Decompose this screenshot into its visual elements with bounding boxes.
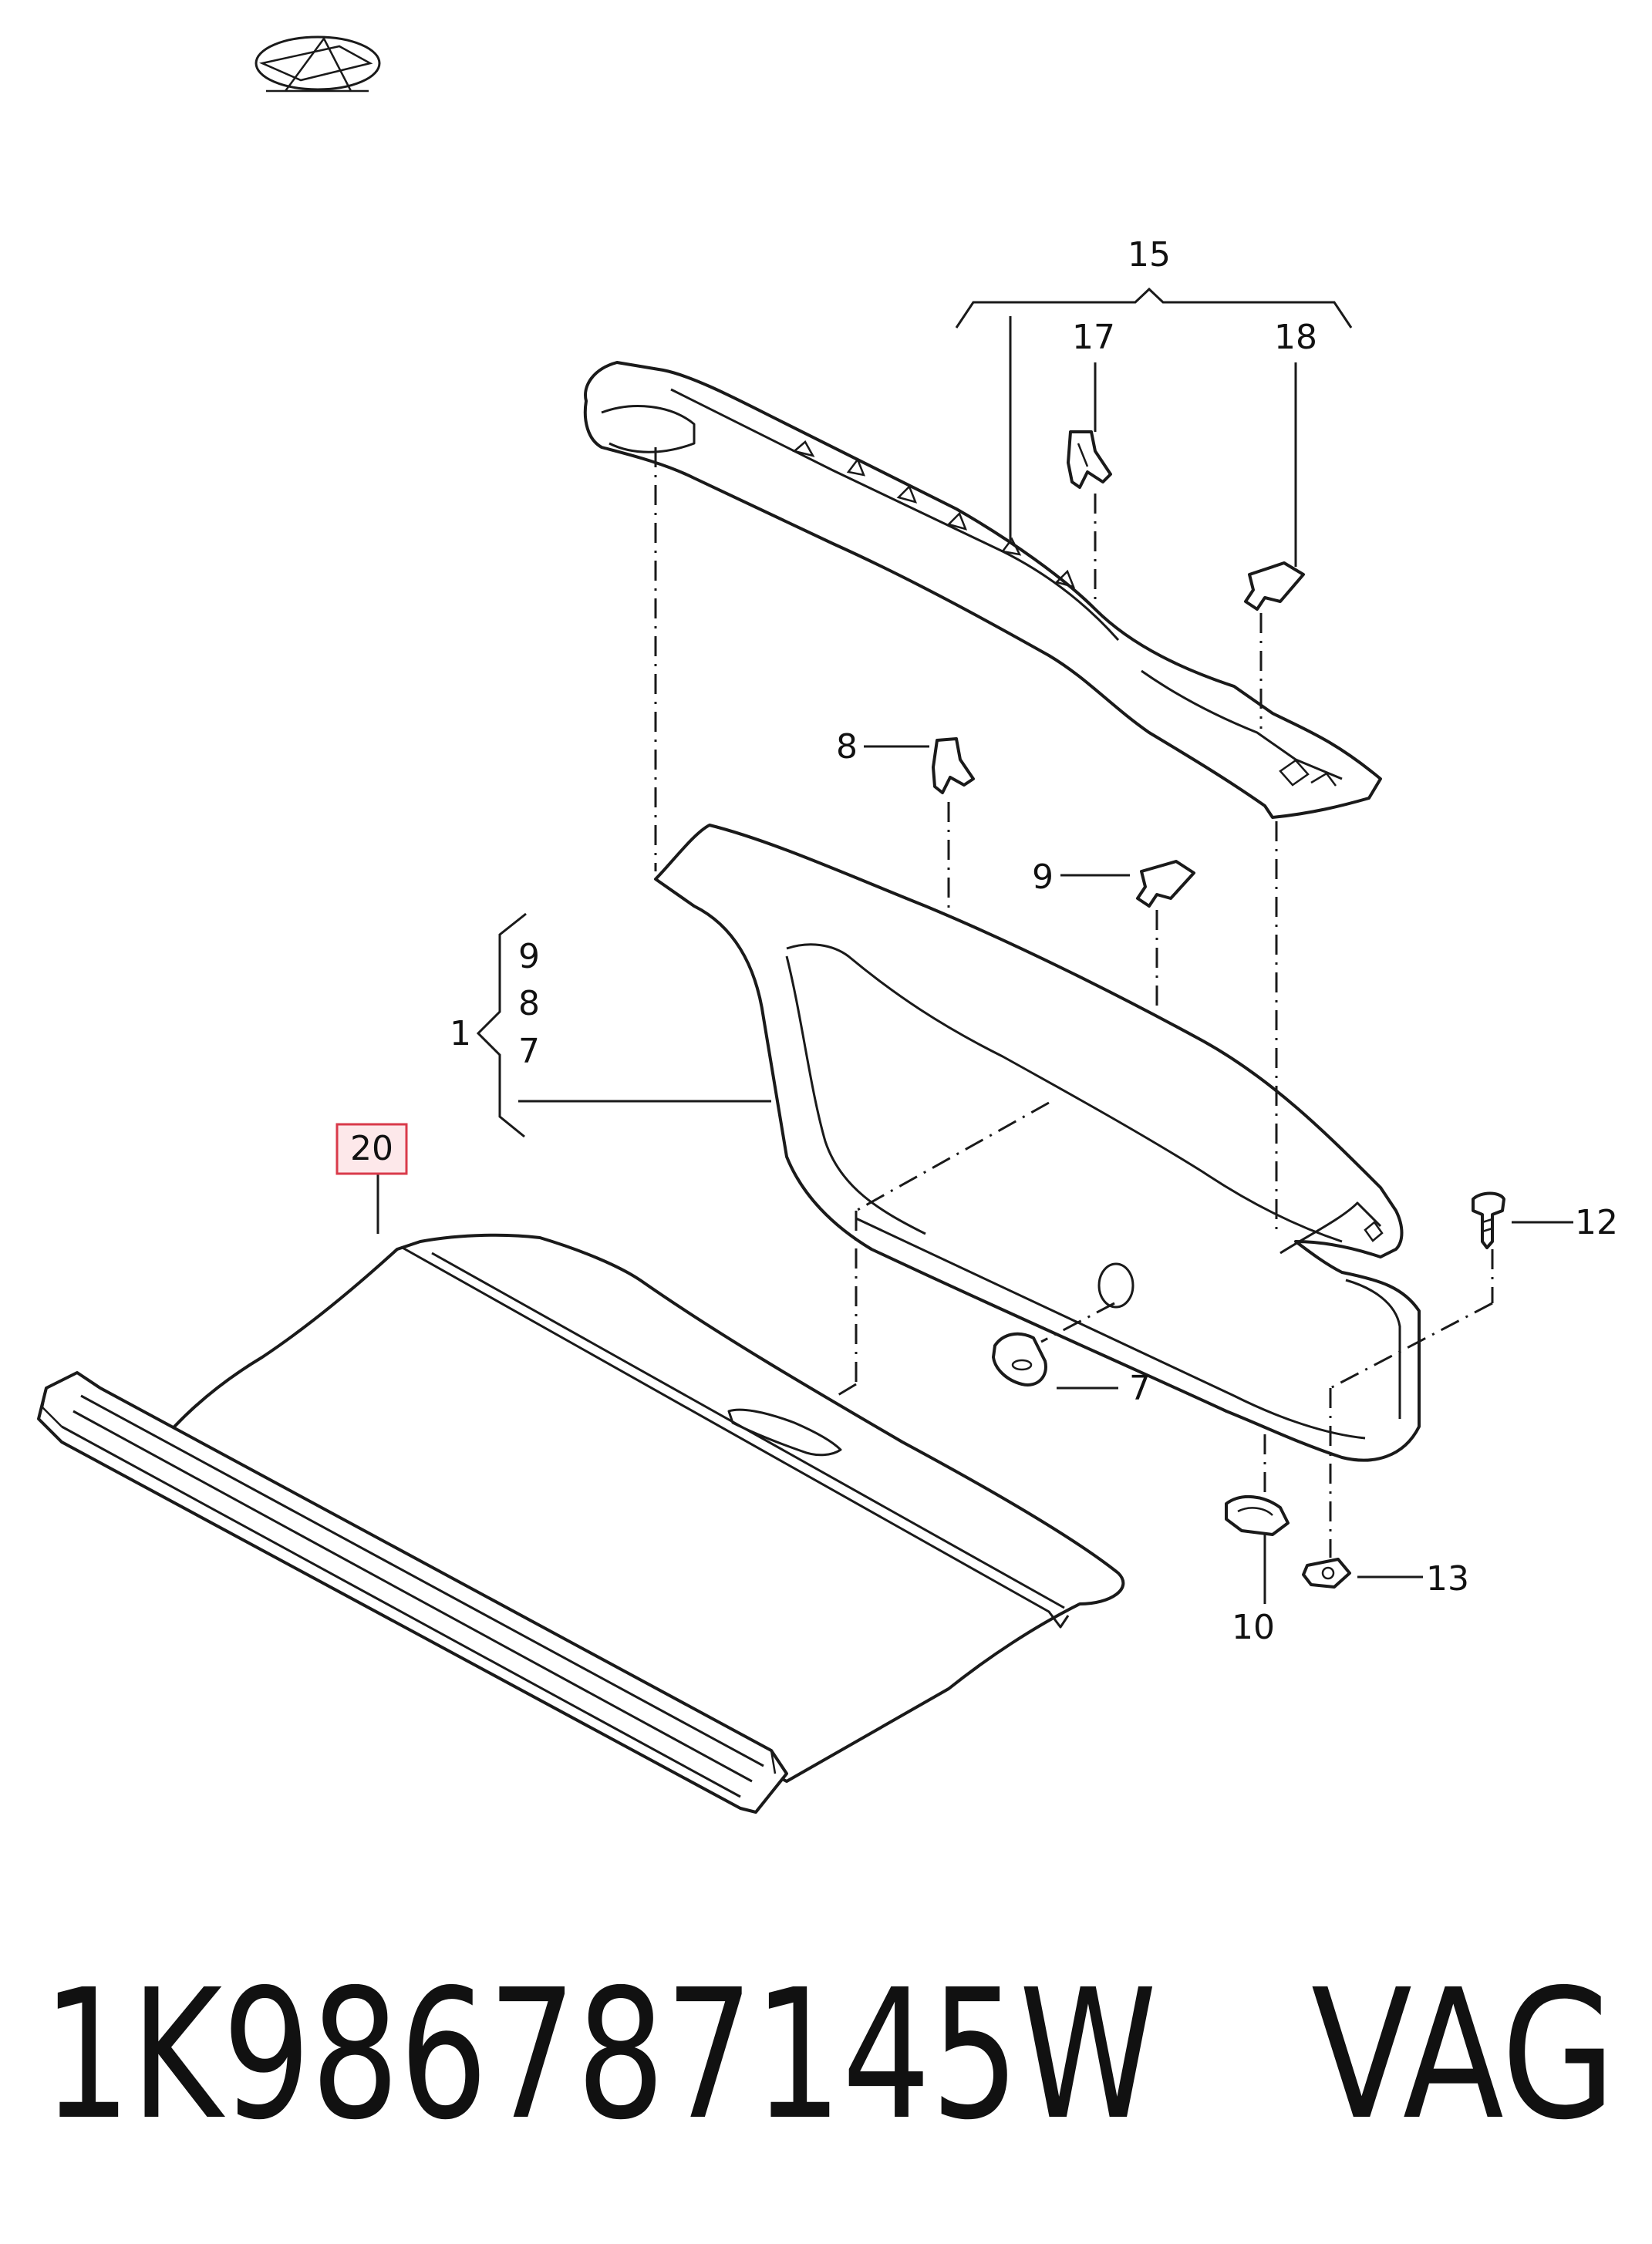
leader-lines	[376, 287, 1573, 1604]
label-15: 15	[1128, 235, 1171, 275]
label-8-group: 8	[518, 984, 540, 1023]
label-13: 13	[1426, 1559, 1469, 1599]
label-18: 18	[1274, 318, 1317, 357]
part-number: 1K986787145W	[42, 1951, 1157, 2159]
label-7-cap: 7	[1129, 1369, 1151, 1408]
nut-13	[1302, 1558, 1351, 1589]
label-8-clip: 8	[836, 727, 858, 767]
clip-8	[932, 737, 975, 794]
cap-7	[992, 1332, 1047, 1386]
luggage-cover	[37, 1233, 1125, 1814]
clip-10	[1225, 1494, 1290, 1536]
highlighted-label-20[interactable]: 20	[335, 1123, 408, 1175]
assembly-lines	[654, 447, 1494, 1558]
clip-18	[1244, 561, 1305, 611]
label-1: 1	[450, 1014, 471, 1053]
label-10: 10	[1232, 1608, 1275, 1647]
label-17: 17	[1072, 318, 1115, 357]
label-12: 12	[1575, 1203, 1618, 1242]
brand-name: VAG	[1311, 1951, 1616, 2159]
screw-12	[1472, 1191, 1505, 1249]
clip-9	[1136, 860, 1195, 908]
label-9-clip: 9	[1032, 858, 1054, 897]
reference-labels: 15 17 18 8 9 9 8 7 1 7 12 10 13 20	[335, 235, 1618, 1647]
label-7-group: 7	[518, 1032, 540, 1071]
upper-trim-rail	[583, 361, 1382, 819]
label-9-group: 9	[518, 937, 540, 976]
clip-17	[1067, 430, 1112, 489]
highlight-box	[335, 1123, 408, 1175]
manufacturer-logo-icon	[255, 35, 381, 93]
label-20: 20	[350, 1129, 393, 1168]
side-trim-panel	[654, 824, 1421, 1462]
